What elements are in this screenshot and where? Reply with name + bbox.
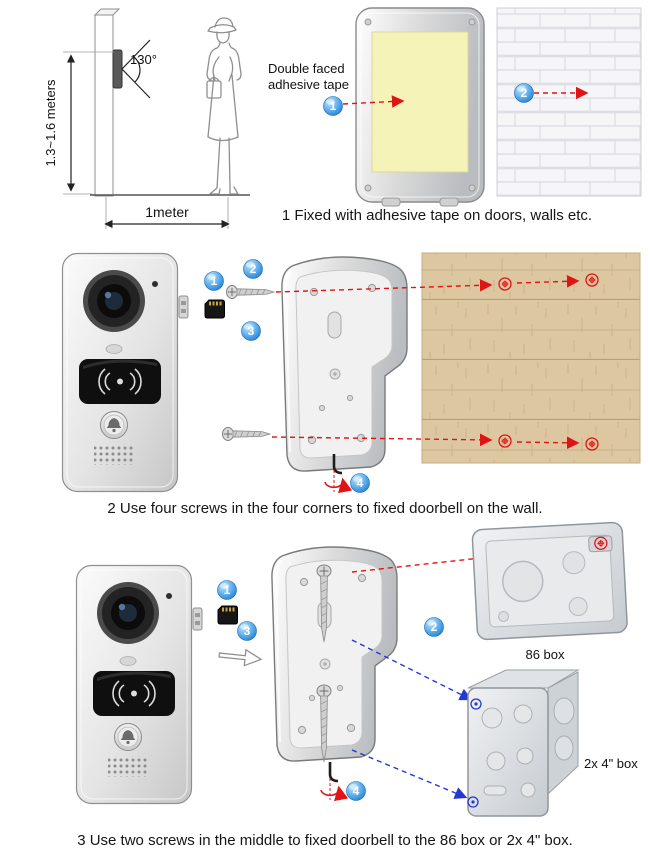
caption-step-3: 3 Use two screws in the middle to fixed … [77,832,573,849]
insert-arrow [218,648,263,667]
distance-dimension: 1meter [104,197,230,229]
badge-number: 1 [330,99,337,113]
sd-card [204,299,225,319]
distance-label: 1meter [145,204,189,220]
wood-wall [421,252,641,464]
brick-wall [496,7,642,197]
caption-step-2: 2 Use four screws in the four corners to… [107,500,542,517]
latch-clip [192,607,203,631]
86-box [471,521,628,641]
doorbell-front [75,564,193,805]
4inch-box [467,669,580,817]
doorbell-side-view [112,49,123,89]
step-badge-2: 2 [243,259,263,279]
hook-rotate-cue [321,762,339,800]
tape-label-line2: adhesive tape [268,77,349,92]
section-box-mounting: 1 3 4 2 [75,521,638,849]
badge-number: 2 [250,262,257,276]
height-dimension: 1.3~1.6 meters [43,51,114,195]
viewing-angle [121,39,151,99]
badge-number: 2 [521,86,528,100]
mounting-bracket [270,546,398,763]
badge-number: 3 [248,324,255,338]
step-badge-3: 3 [237,621,257,641]
step-badge-4: 4 [346,781,366,801]
mounting-bracket [280,256,408,473]
section-screw-mounting: 1 2 3 4 2 Use fou [61,252,641,517]
tape-label-line1: Double faced [268,61,345,76]
step-badge-1: 1 [204,271,224,291]
badge-number: 4 [357,476,364,490]
adhesive-tape [371,31,469,173]
height-label: 1.3~1.6 meters [43,79,58,167]
step-badge-3: 3 [241,321,261,341]
caption-step-1: 1 Fixed with adhesive tape on doors, wal… [282,207,592,224]
86-box-label: 86 box [525,647,565,662]
angle-label: 130° [130,52,157,67]
door-profile [93,8,121,197]
doorbell-front [61,252,179,493]
screw-guides [271,275,580,450]
tape-arrow [342,95,405,108]
arrow-to-4in-box-bottom [351,749,468,799]
badge-number: 1 [224,583,231,597]
sd-card [217,605,238,625]
screw-top [226,285,275,299]
step-badge-2: 2 [424,617,444,637]
latch-clip [178,295,189,319]
arrow-to-4in-box-top [351,639,473,701]
step-badge-1: 1 [323,96,343,116]
screw-bottom [222,427,271,441]
badge-number: 1 [211,274,218,288]
section-mounting-height: 130° 1.3~1.6 meters 1meter [43,7,642,229]
badge-number: 2 [431,620,438,634]
bracket-rear-view [355,7,485,207]
badge-number: 3 [244,624,251,638]
step-badge-2: 2 [514,83,534,103]
step-badge-4: 4 [350,473,370,493]
step-badge-1: 1 [217,580,237,600]
person-figure [206,17,242,195]
badge-number: 4 [353,784,360,798]
4inch-box-label: 2x 4" box [584,756,638,771]
